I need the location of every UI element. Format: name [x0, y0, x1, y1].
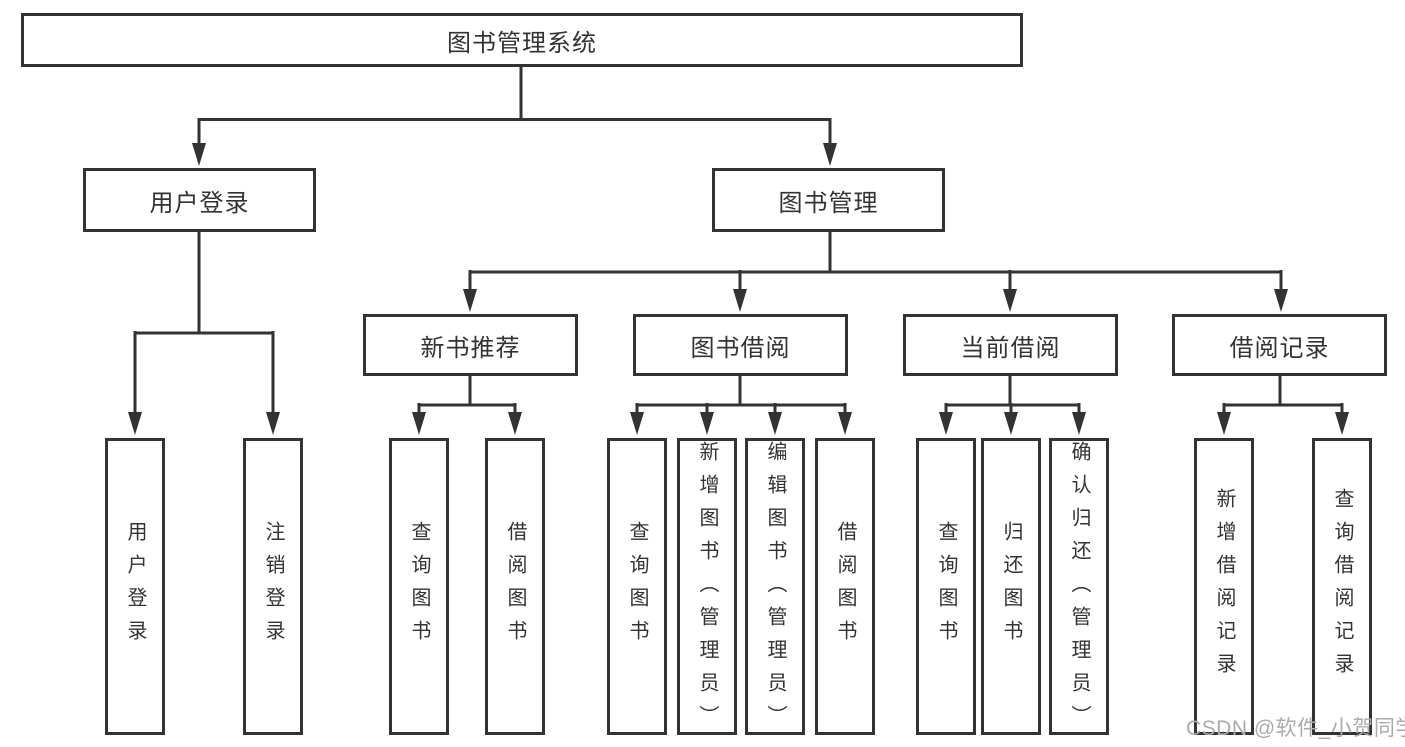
- node-login-leaf: 用户登录: [105, 438, 165, 735]
- node-user-login: 用户登录: [83, 168, 316, 232]
- node-bb-edit-books-admin: 编辑图书（管理员）: [745, 438, 805, 738]
- node-logout-leaf: 注销登录: [243, 438, 303, 735]
- connector-book-borrow-children: [630, 374, 852, 435]
- node-nbr-borrow-books: 借阅图书: [485, 438, 545, 735]
- node-cb-confirm-return-admin: 确认归还（管理员）: [1049, 438, 1109, 738]
- node-book-management: 图书管理: [712, 168, 945, 232]
- node-br-add-record: 新增借阅记录: [1194, 438, 1254, 735]
- node-cb-return-books: 归还图书: [981, 438, 1041, 735]
- connector-user-login-children: [128, 230, 280, 435]
- node-bb-add-books-admin: 新增图书（管理员）: [677, 438, 737, 738]
- node-root: 图书管理系统: [21, 13, 1023, 67]
- connector-root-to-level2: [192, 64, 837, 166]
- node-br-query-record: 查询借阅记录: [1312, 438, 1372, 735]
- node-book-borrow: 图书借阅: [633, 314, 848, 376]
- node-nbr-query-books: 查询图书: [389, 438, 449, 735]
- connector-borrow-records-children: [1217, 374, 1349, 435]
- connector-book-management-to-level3: [463, 230, 1288, 312]
- node-bb-query-books: 查询图书: [607, 438, 667, 735]
- node-new-book-recommend: 新书推荐: [363, 314, 578, 376]
- watermark-text: CSDN @软件_小贺同学: [1186, 717, 1405, 740]
- connector-current-borrow-children: [939, 374, 1086, 435]
- node-current-borrow: 当前借阅: [903, 314, 1118, 376]
- node-borrow-records: 借阅记录: [1172, 314, 1387, 376]
- node-cb-query-books: 查询图书: [916, 438, 976, 735]
- node-bb-borrow-books: 借阅图书: [815, 438, 875, 735]
- connector-new-book-recommend-children: [412, 374, 522, 435]
